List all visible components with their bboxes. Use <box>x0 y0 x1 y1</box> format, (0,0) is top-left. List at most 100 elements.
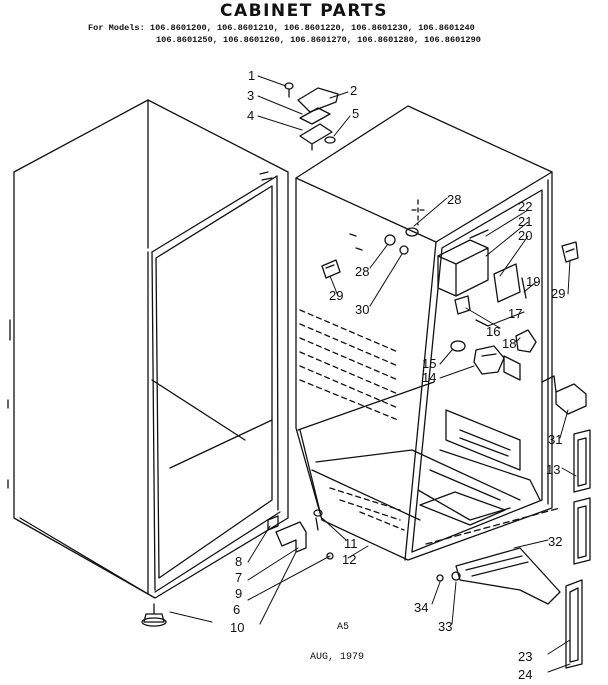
callout-1: 1 <box>248 68 255 83</box>
part-14-bracket <box>503 355 521 381</box>
cabinet-back-holes <box>349 233 363 251</box>
part-2-hinge-cover <box>297 87 339 113</box>
cabinet-body <box>295 105 561 561</box>
part-29-bushing-left <box>321 259 341 279</box>
cabinet-drain-tray <box>419 491 506 526</box>
part-11-bushing <box>313 509 323 517</box>
part-29-bushing-right <box>561 241 579 263</box>
part-32-base-grille <box>455 547 561 605</box>
cabinet-top-dashes <box>411 199 425 226</box>
part-11-bushing-body <box>315 517 319 531</box>
model-list: For Models: 106.8601200, 106.8601210, 10… <box>88 22 481 46</box>
door-left-edge-detail <box>7 319 11 489</box>
cabinet-right-rail <box>445 409 521 471</box>
callout-22: 22 <box>518 199 532 214</box>
cabinet-bottom-dashes <box>329 487 405 531</box>
callout-29-left: 29 <box>329 288 343 303</box>
part-20-bracket <box>493 263 521 303</box>
callout-19: 19 <box>526 274 540 289</box>
part-17-screw <box>475 319 489 327</box>
callout-30: 30 <box>355 302 369 317</box>
callout-20: 20 <box>518 228 532 243</box>
callout-21: 21 <box>518 214 532 229</box>
part-5-washer <box>324 136 336 144</box>
part-22-screw <box>469 229 489 239</box>
callout-12: 12 <box>342 552 356 567</box>
callout-29-right: 29 <box>551 286 565 301</box>
callout-31: 31 <box>548 432 562 447</box>
cabinet-outline <box>295 171 553 561</box>
part-23-kickplate <box>565 579 583 669</box>
page-code: A5 <box>337 622 350 633</box>
models-prefix: For Models: <box>88 23 145 33</box>
cabinet-rail-detail <box>459 429 511 457</box>
revision-date: AUG, 1979 <box>310 652 365 663</box>
page-title: CABINET PARTS <box>220 1 388 21</box>
part-9-hinge-bracket <box>275 521 307 553</box>
part-8-hinge-pin <box>267 515 279 531</box>
callout-28-top: 28 <box>447 192 461 207</box>
callout-5: 5 <box>352 106 359 121</box>
part-34-screw <box>436 574 444 582</box>
cabinet-inner-floor <box>311 449 521 521</box>
callout-13: 13 <box>546 462 560 477</box>
part-20-control-housing <box>437 239 489 297</box>
interior-parts <box>321 227 587 415</box>
cabinet-vent <box>417 449 541 521</box>
callout-17: 17 <box>508 306 522 321</box>
callout-32: 32 <box>548 534 562 549</box>
part-31-bracket <box>541 375 557 393</box>
trim-parts <box>436 429 591 669</box>
cabinet-top-face <box>295 105 553 243</box>
part-19-knob-shaft <box>521 277 527 299</box>
callout-34: 34 <box>414 600 428 615</box>
callout-33: 33 <box>438 619 452 634</box>
part-31-cover <box>555 383 587 415</box>
callout-28-side: 28 <box>355 264 369 279</box>
callout-15: 15 <box>422 356 436 371</box>
callout-11: 11 <box>344 536 358 551</box>
part-30-nut <box>399 245 409 255</box>
callout-2: 2 <box>350 83 357 98</box>
cabinet-inner-frame <box>411 189 543 553</box>
callout-8: 8 <box>235 554 242 569</box>
door-outline <box>13 99 289 599</box>
part-18-light-socket <box>515 329 537 353</box>
callout-14: 14 <box>422 370 436 385</box>
door-hinge-slot <box>259 171 273 181</box>
callout-23: 23 <box>518 649 532 664</box>
callout-4: 4 <box>247 108 254 123</box>
part-28-plug <box>384 234 396 246</box>
door-liner <box>151 175 281 593</box>
cabinet-inner-back <box>297 381 435 521</box>
cabinet-front-frame <box>404 179 549 561</box>
leader-lines <box>169 75 577 673</box>
cabinet-base-dash <box>425 507 561 545</box>
models-line-1: 106.8601200, 106.8601210, 106.8601220, 1… <box>149 23 475 33</box>
callout-9: 9 <box>235 586 242 601</box>
callout-16: 16 <box>486 324 500 339</box>
part-3-spacer <box>299 107 331 125</box>
callout-24: 24 <box>518 667 532 682</box>
part-6-leg-base <box>141 617 167 627</box>
part-13-trim-upper <box>573 429 591 493</box>
part-33-clip <box>451 571 461 581</box>
part-16-switch <box>454 295 471 315</box>
door-assembly <box>7 99 289 599</box>
door-liner-inner <box>155 185 273 579</box>
bottom-hinge-parts <box>141 509 334 627</box>
door-side-shading <box>19 251 273 595</box>
part-4-hinge-plate <box>299 123 333 151</box>
callout-6: 6 <box>233 602 240 617</box>
part-28-top-plug <box>405 227 419 237</box>
part-15-bulb <box>450 340 466 352</box>
cabinet-shelf-lines <box>299 309 399 421</box>
callout-7: 7 <box>235 570 242 585</box>
callout-10: 10 <box>230 620 244 635</box>
part-13-trim-lower <box>573 497 591 565</box>
models-line-2: 106.8601250, 106.8601260, 106.8601270, 1… <box>156 35 481 45</box>
part-12-screw <box>326 552 334 560</box>
top-hinge-parts <box>284 82 339 151</box>
callout-3: 3 <box>247 88 254 103</box>
